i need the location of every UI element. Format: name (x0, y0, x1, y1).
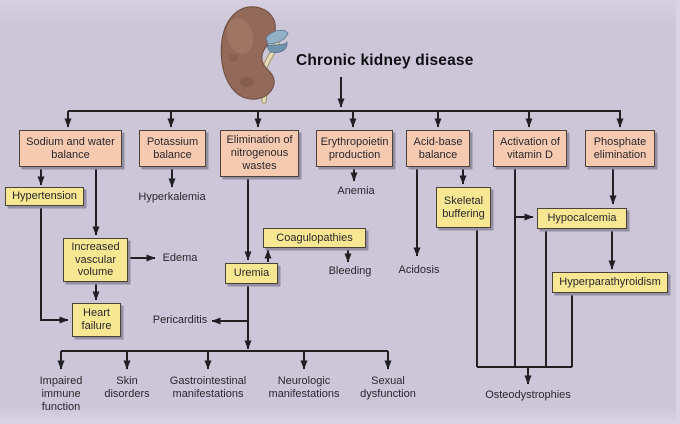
kidney-highlight (226, 18, 254, 54)
label-bleeding: Bleeding (328, 265, 372, 277)
label-impaired-immune-function: Impaired immune function (39, 375, 83, 414)
label-skin-disorders: Skin disorders (104, 375, 150, 401)
label-pericarditis: Pericarditis (152, 314, 208, 326)
node-potassium-balance: Potassium balance (139, 130, 206, 167)
node-activation-vitamin-d: Activation of vitamin D (493, 130, 567, 167)
kidney-illustration (220, 6, 289, 104)
kidney-renal-artery (266, 40, 288, 53)
kidney-spot (240, 77, 254, 87)
node-acid-base-balance: Acid-base balance (406, 130, 470, 167)
node-phosphate-elimination: Phosphate elimination (585, 130, 655, 167)
label-osteodystrophies: Osteodystrophies (485, 389, 571, 401)
node-elimination-nitrogenous-wastes: Elimination of nitrogenous wastes (220, 130, 299, 177)
node-heart-failure: Heart failure (72, 303, 121, 337)
node-erythropoietin-production: Erythropoietin production (316, 130, 393, 167)
label-neurologic-manifestations: Neurologic manifestations (268, 375, 340, 401)
node-hypertension: Hypertension (5, 187, 84, 206)
node-increased-vascular-volume: Increased vascular volume (63, 238, 128, 282)
node-uremia: Uremia (225, 263, 278, 284)
right-edge-strip (676, 0, 680, 424)
label-sexual-dysfunction: Sexual dysfunction (360, 375, 416, 401)
label-hyperkalemia: Hyperkalemia (138, 191, 206, 203)
bottom-edge-strip (0, 418, 680, 424)
node-coagulopathies: Coagulopathies (263, 228, 366, 248)
node-hypocalcemia: Hypocalcemia (537, 208, 627, 229)
label-edema: Edema (162, 252, 198, 264)
connectors (37, 77, 624, 385)
label-acidosis: Acidosis (398, 264, 440, 276)
label-anemia: Anemia (337, 185, 375, 197)
node-skeletal-buffering: Skeletal buffering (436, 187, 491, 228)
page-title: Chronic kidney disease (296, 52, 474, 69)
kidney-renal-vein (265, 29, 289, 45)
arrow-hypertension-to-heart-failure (40, 206, 69, 324)
node-sodium-water-balance: Sodium and water balance (19, 130, 122, 167)
node-hyperparathyroidism: Hyperparathyroidism (552, 272, 668, 293)
label-gastrointestinal-manifestations: Gastrointestinal manifestations (169, 375, 247, 401)
kidney-spot (228, 54, 238, 62)
